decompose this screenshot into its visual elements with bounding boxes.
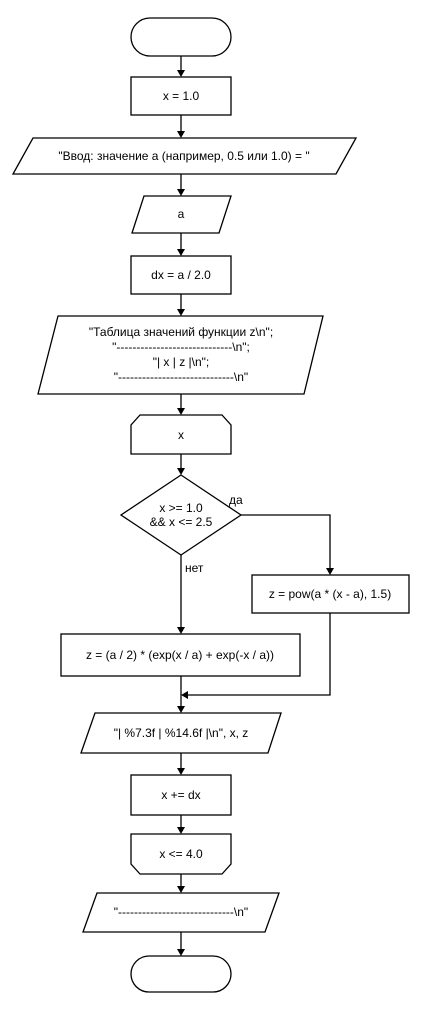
loop-end-label: x <= 4.0: [159, 847, 203, 861]
loop-start: x: [130, 414, 232, 455]
print-row-output: "| %7.3f | %14.6f |\n", x, z: [80, 712, 282, 754]
yes-branch-process: z = pow(a * (x - a), 1.5): [251, 574, 410, 614]
increment-label: x += dx: [161, 788, 200, 802]
arrowhead: [177, 768, 185, 775]
loop-end: x <= 4.0: [130, 833, 232, 875]
connector-yes-merge: [188, 613, 331, 696]
arrowhead: [177, 131, 185, 138]
no-branch-label: z = (a / 2) * (exp(x / a) + exp(-x / a)): [86, 648, 274, 662]
table-header-line-2: "-----------------------------\n";: [112, 340, 250, 354]
init-x-process: x = 1.0: [130, 76, 232, 116]
input-a: a: [131, 195, 232, 234]
arrowhead: [177, 827, 185, 834]
arrowhead: [177, 70, 185, 77]
condition-line-1: x >= 1.0: [159, 501, 203, 515]
input-a-label: a: [178, 207, 185, 221]
arrowhead: [326, 568, 334, 575]
no-label: нет: [185, 561, 204, 575]
no-branch-process: z = (a / 2) * (exp(x / a) + exp(-x / a)): [60, 633, 301, 677]
condition-decision: x >= 1.0 && x <= 2.5: [119, 474, 243, 556]
init-x-label: x = 1.0: [163, 89, 200, 103]
start-terminal: [130, 17, 232, 57]
arrowhead: [177, 886, 185, 893]
arrowhead: [177, 309, 185, 316]
yes-label: да: [229, 493, 243, 507]
prompt-output-label: "Ввод: значение a (например, 0.5 или 1.0…: [58, 149, 309, 163]
condition-line-2: && x <= 2.5: [150, 515, 213, 529]
loop-start-label: x: [178, 428, 184, 442]
arrowhead: [177, 468, 185, 475]
assign-dx-process: dx = a / 2.0: [130, 255, 232, 295]
arrowhead: [181, 691, 188, 699]
arrowhead: [177, 249, 185, 256]
footer-output-label: "-----------------------------\n": [114, 905, 248, 919]
increment-process: x += dx: [130, 774, 232, 816]
table-header-line-3: "| x | z |\n";: [153, 355, 210, 369]
assign-dx-label: dx = a / 2.0: [151, 268, 211, 282]
connector-yes-branch: [241, 514, 331, 568]
table-header-line-4: "-----------------------------\n": [114, 370, 248, 384]
arrowhead: [177, 706, 185, 713]
yes-branch-label: z = pow(a * (x - a), 1.5): [269, 587, 391, 601]
arrowhead: [177, 408, 185, 415]
print-row-label: "| %7.3f | %14.6f |\n", x, z: [114, 726, 249, 740]
table-header-line-1: "Таблица значений функции z\n";: [89, 325, 273, 339]
end-terminal: [130, 955, 232, 993]
arrowhead: [177, 189, 185, 196]
arrowhead: [177, 949, 185, 956]
table-header-output: "Таблица значений функции z\n"; "-------…: [37, 315, 324, 395]
footer-output: "-----------------------------\n": [82, 892, 280, 933]
connectors: [177, 56, 334, 956]
prompt-output: "Ввод: значение a (например, 0.5 или 1.0…: [11, 137, 358, 175]
arrowhead: [177, 627, 185, 634]
